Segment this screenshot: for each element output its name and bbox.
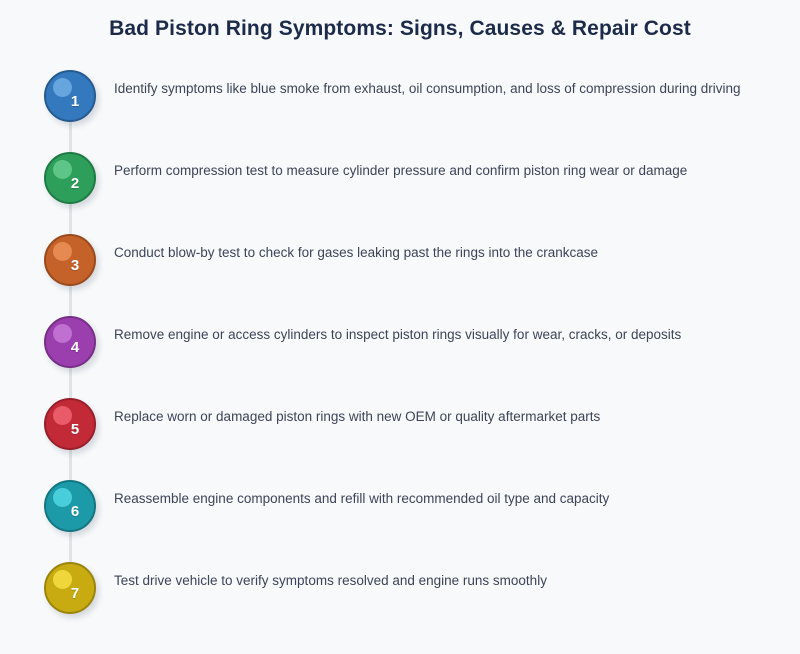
badge-gloss-highlight-icon [53,488,72,507]
step-connector-line [69,506,72,588]
steps-list: 1 Identify symptoms like blue smoke from … [0,70,800,644]
step-number-badge[interactable]: 2 [44,152,96,204]
step-item: 5 Replace worn or damaged piston rings wi… [0,398,800,506]
step-number-label: 3 [70,257,80,274]
step-connector-line [69,96,72,178]
step-description: Test drive vehicle to verify symptoms re… [114,573,547,588]
step-item: 4 Remove engine or access cylinders to in… [0,316,800,424]
step-number-badge[interactable]: 7 [44,562,96,614]
badge-gloss-highlight-icon [53,242,72,261]
badge-gloss-highlight-icon [53,78,72,97]
badge-gloss-highlight-icon [53,324,72,343]
step-description: Replace worn or damaged piston rings wit… [114,409,601,424]
step-connector-line [69,424,72,506]
step-description: Reassemble engine components and refill … [114,491,610,506]
step-number-label: 7 [70,585,80,602]
badge-gloss-highlight-icon [53,570,72,589]
step-connector-line [69,178,72,260]
step-number-badge[interactable]: 4 [44,316,96,368]
step-number-label: 6 [70,503,80,520]
step-item: 1 Identify symptoms like blue smoke from … [0,70,800,178]
badge-gloss-highlight-icon [53,406,72,425]
step-number-badge[interactable]: 1 [44,70,96,122]
step-connector-line [69,260,72,342]
step-number-label: 2 [70,175,80,192]
step-item: 2 Perform compression test to measure cyl… [0,152,800,260]
step-number-label: 5 [70,421,80,438]
step-item: 6 Reassemble engine components and refill… [0,480,800,588]
step-item: 3 Conduct blow-by test to check for gases… [0,234,800,342]
step-description: Perform compression test to measure cyli… [114,163,688,178]
badge-gloss-highlight-icon [53,160,72,179]
step-connector-line [69,342,72,424]
step-description: Identify symptoms like blue smoke from e… [114,81,741,96]
page-title: Bad Piston Ring Symptoms: Signs, Causes … [109,17,691,40]
step-description: Conduct blow-by test to check for gases … [114,245,599,260]
step-number-label: 1 [70,93,80,110]
step-number-badge[interactable]: 6 [44,480,96,532]
step-number-badge[interactable]: 5 [44,398,96,450]
step-number-badge[interactable]: 3 [44,234,96,286]
step-number-label: 4 [70,339,80,356]
step-item: 7 Test drive vehicle to verify symptoms r… [0,562,800,644]
step-description: Remove engine or access cylinders to ins… [114,327,682,342]
